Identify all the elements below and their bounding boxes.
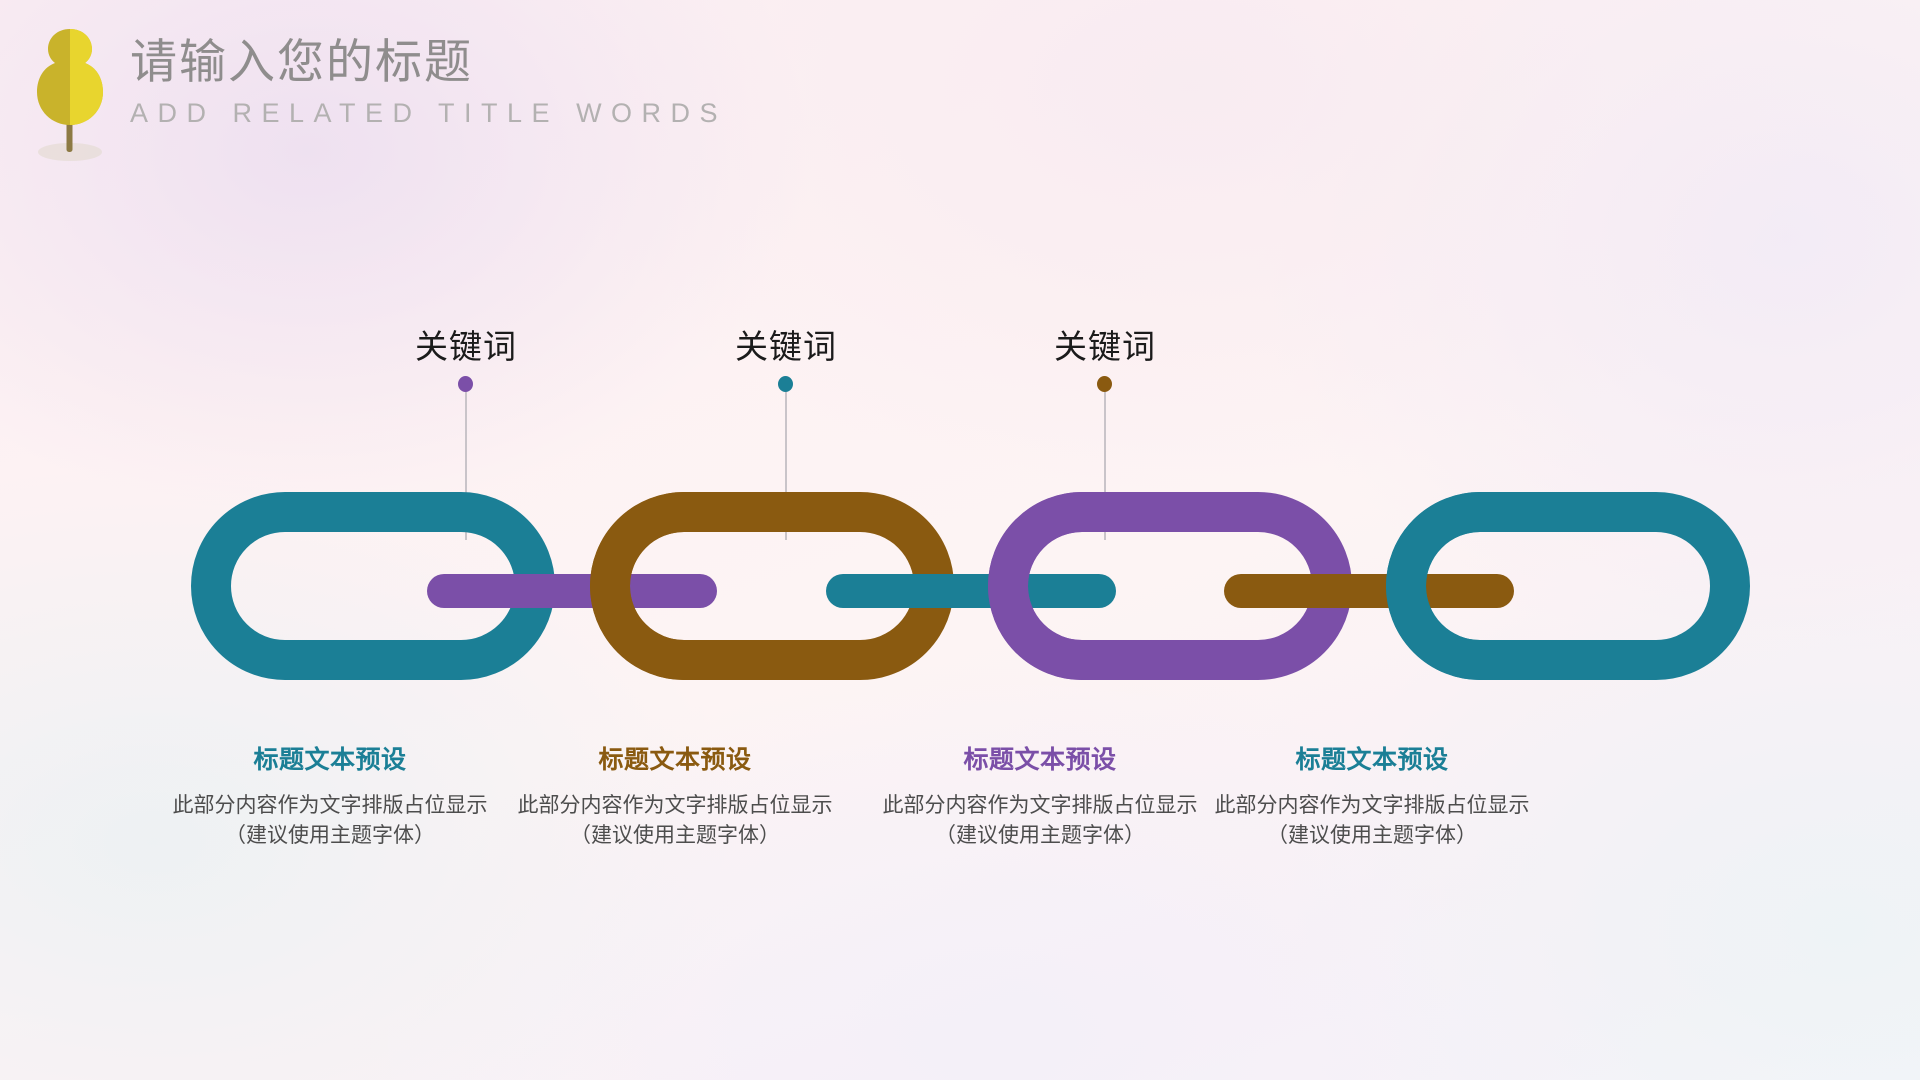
title-block: 请输入您的标题 ADD RELATED TITLE WORDS — [130, 35, 728, 129]
column-heading: 标题文本预设 — [963, 746, 1117, 774]
column-body-line-2: （建议使用主题字体） — [570, 823, 780, 847]
description-column-3: 标题文本预设 此部分内容作为文字排版占位显示 （建议使用主题字体） — [850, 745, 1230, 851]
chain-ring-2-overlap — [589, 492, 685, 680]
column-heading: 标题文本预设 — [598, 746, 752, 774]
description-column-2: 标题文本预设 此部分内容作为文字排版占位显示 （建议使用主题字体） — [485, 745, 865, 851]
chain-ring-4-overlap — [1385, 492, 1481, 680]
column-body-line-1: 此部分内容作为文字排版占位显示 — [172, 794, 488, 817]
keyword-dot — [778, 376, 793, 392]
keyword-label: 关键词 — [735, 328, 837, 365]
page-subtitle: ADD RELATED TITLE WORDS — [130, 97, 728, 128]
keyword-callout-3: 关键词 — [975, 328, 1235, 540]
description-columns: 标题文本预设 此部分内容作为文字排版占位显示 （建议使用主题字体） 标题文本预设… — [0, 745, 1920, 895]
chain-connector-1 — [427, 574, 717, 608]
keyword-stem — [465, 392, 467, 540]
keyword-callout-1: 关键词 — [336, 328, 596, 540]
chain-ring-3-overlap — [987, 492, 1083, 680]
column-body: 此部分内容作为文字排版占位显示 （建议使用主题字体） — [140, 791, 520, 851]
keyword-dot — [458, 376, 473, 392]
keyword-dot — [1097, 376, 1112, 392]
column-body-line-1: 此部分内容作为文字排版占位显示 — [517, 794, 833, 817]
keyword-stem — [785, 392, 787, 540]
keyword-stem — [1104, 392, 1106, 540]
description-column-1: 标题文本预设 此部分内容作为文字排版占位显示 （建议使用主题字体） — [140, 745, 520, 851]
tree-icon — [33, 20, 107, 165]
column-body-line-2: （建议使用主题字体） — [935, 823, 1145, 847]
column-body-line-2: （建议使用主题字体） — [225, 823, 435, 847]
page-title: 请输入您的标题 — [130, 35, 473, 88]
chain-diagram — [0, 300, 1920, 720]
column-body: 此部分内容作为文字排版占位显示 （建议使用主题字体） — [485, 791, 865, 851]
slide-header: 请输入您的标题 ADD RELATED TITLE WORDS — [0, 0, 1920, 180]
keyword-label: 关键词 — [415, 328, 517, 365]
column-body-line-1: 此部分内容作为文字排版占位显示 — [882, 794, 1198, 817]
column-body-line-1: 此部分内容作为文字排版占位显示 — [1214, 794, 1530, 817]
keyword-label: 关键词 — [1054, 328, 1156, 365]
chain-connector-2 — [826, 574, 1116, 608]
column-body: 此部分内容作为文字排版占位显示 （建议使用主题字体） — [1182, 791, 1562, 851]
column-body: 此部分内容作为文字排版占位显示 （建议使用主题字体） — [850, 791, 1230, 851]
column-heading: 标题文本预设 — [1295, 746, 1449, 774]
chain-connector-3 — [1224, 574, 1514, 608]
description-column-4: 标题文本预设 此部分内容作为文字排版占位显示 （建议使用主题字体） — [1182, 745, 1562, 851]
keyword-callout-2: 关键词 — [656, 328, 916, 540]
column-body-line-2: （建议使用主题字体） — [1267, 823, 1477, 847]
column-heading: 标题文本预设 — [253, 746, 407, 774]
